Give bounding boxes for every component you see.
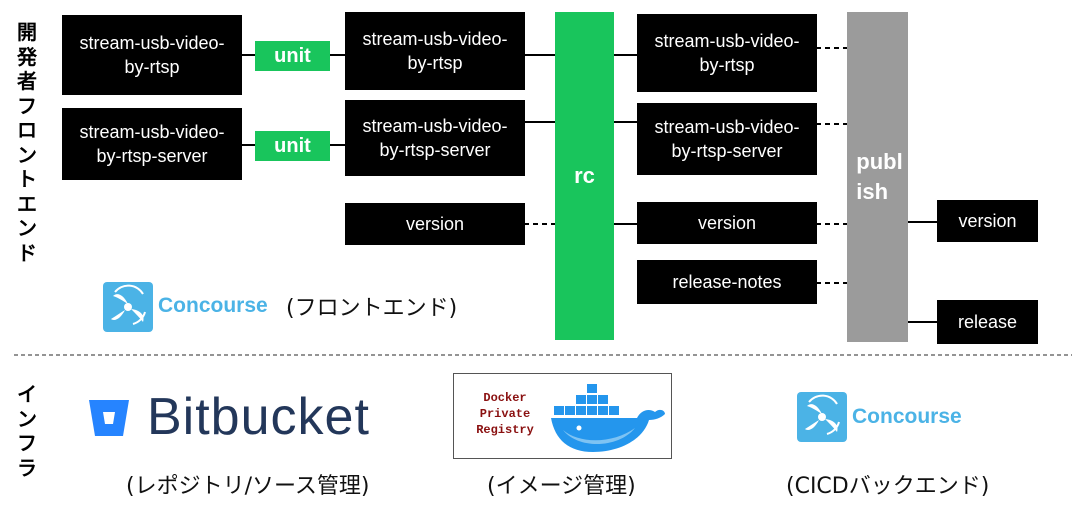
output-box-version: version [937, 200, 1038, 242]
mid-box-rtsp-label: stream-usb-video- by-rtsp [362, 29, 508, 73]
concourse-frontend-name: Concourse [158, 294, 268, 317]
right-box-rtsp-server-label: stream-usb-video- by-rtsp-server [654, 117, 800, 161]
output-box-release: release [937, 300, 1038, 344]
mid-box-rtsp-server: stream-usb-video- by-rtsp-server [345, 100, 525, 176]
mid-box-rtsp: stream-usb-video- by-rtsp [345, 12, 525, 90]
mid-box-version: version [345, 203, 525, 245]
source-box-rtsp-server-label: stream-usb-video- by-rtsp-server [79, 122, 225, 166]
right-box-rtsp-label: stream-usb-video- by-rtsp [654, 31, 800, 75]
docker-registry-text: Docker Private Registry [476, 391, 534, 437]
unit-tag-1: unit [255, 41, 330, 71]
source-box-rtsp-server: stream-usb-video- by-rtsp-server [62, 108, 242, 180]
mid-box-rtsp-server-label: stream-usb-video- by-rtsp-server [362, 116, 508, 160]
bitbucket-caption: (レポジトリ/ソース管理) [126, 474, 370, 499]
right-box-rtsp-server: stream-usb-video- by-rtsp-server [637, 103, 817, 175]
right-box-version: version [637, 202, 817, 244]
publish-column-label: publ ish [856, 149, 903, 204]
docker-caption: (イメージ管理) [487, 474, 636, 499]
bitbucket-bucket-icon [87, 398, 131, 438]
source-box-rtsp-label: stream-usb-video- by-rtsp [79, 33, 225, 77]
right-box-rtsp: stream-usb-video- by-rtsp [637, 14, 817, 92]
infra-side-label: インフラ [17, 382, 37, 480]
docker-whale-icon [549, 378, 667, 456]
unit-tag-2: unit [255, 131, 330, 161]
concourse-frontend-caption: (フロントエンド) [286, 296, 458, 321]
bitbucket-wordmark: Bitbucket [147, 388, 370, 446]
concourse-propeller-icon [103, 282, 153, 332]
concourse-infra-name: Concourse [852, 405, 962, 428]
source-box-rtsp: stream-usb-video- by-rtsp [62, 15, 242, 95]
publish-column: publ ish [847, 12, 908, 342]
concourse-propeller-icon [797, 392, 847, 442]
concourse-infra-caption: (CICDバックエンド) [786, 474, 990, 499]
docker-registry-logo: Docker Private Registry [453, 373, 672, 459]
frontend-side-label: 開発者フロントエンド [17, 20, 37, 265]
rc-column: rc [555, 12, 614, 340]
right-box-release-notes: release-notes [637, 260, 817, 304]
